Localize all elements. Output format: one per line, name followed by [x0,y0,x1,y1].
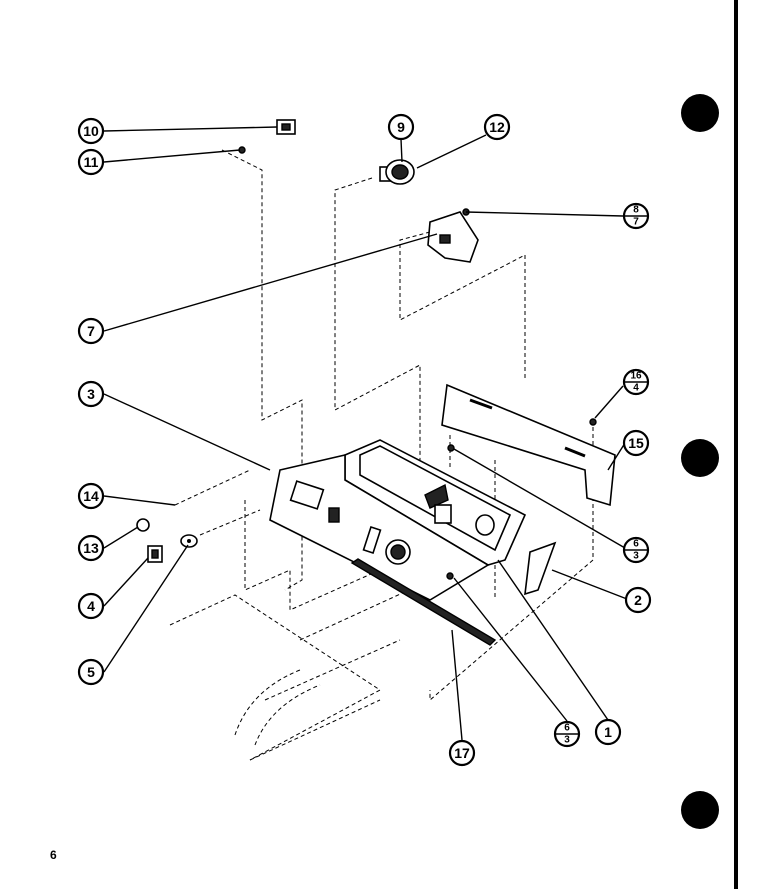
part-16-screw [589,418,597,426]
part-1-console [344,439,527,566]
callout-4: 4 [77,592,105,620]
callout-13: 13 [77,534,105,562]
callout-6-3-lower-bottom: 3 [564,735,570,746]
callout-12-label: 12 [489,119,505,135]
callout-3: 3 [77,380,105,408]
callout-13-label: 13 [83,540,99,556]
callout-17: 17 [448,739,476,767]
callout-5: 5 [77,658,105,686]
callout-14: 14 [77,482,105,510]
part-7-timer [427,208,479,263]
callout-14-label: 14 [83,488,99,504]
page-number: 6 [50,848,57,862]
callout-8-7: 8 7 [622,202,650,230]
part-6-screw-upper [447,444,455,452]
callout-17-label: 17 [454,745,470,761]
callout-10: 10 [77,117,105,145]
callout-1: 1 [594,718,622,746]
callout-12: 12 [483,113,511,141]
cabinet-top-outline [169,594,381,761]
part-17-trim-strip [350,558,497,646]
callout-10-label: 10 [83,123,99,139]
callout-15-label: 15 [628,435,644,451]
callout-8-7-bottom: 7 [633,217,639,228]
callout-5-label: 5 [87,664,95,680]
callout-16-4: 16 4 [622,368,650,396]
callout-6-3-upper-bottom: 3 [633,551,639,562]
part-2-end-cap [524,541,557,596]
callout-6-3-upper-top: 6 [633,539,639,550]
callout-11-label: 11 [84,154,99,170]
binding-hole-bottom [681,791,719,829]
callout-6-3-lower-top: 6 [564,723,570,734]
callout-15: 15 [622,429,650,457]
callout-4-label: 4 [87,598,95,614]
part-15-back-bracket [441,383,616,507]
callout-1-label: 1 [604,724,612,740]
callout-9-label: 9 [397,119,405,135]
callout-3-label: 3 [87,386,95,402]
part-3-control-panel [269,453,490,601]
leader-lines [103,126,628,741]
part-6-screw-lower [446,572,454,580]
callout-6-3-upper: 6 3 [622,536,650,564]
part-9-12-knob-switch [379,159,415,185]
part-10-switch [276,119,296,135]
callout-7-label: 7 [87,323,95,339]
callout-7: 7 [77,317,105,345]
part-13-bushing [136,518,150,532]
callout-6-3-lower: 6 3 [553,720,581,748]
callout-16-4-bottom: 4 [633,383,639,394]
callout-2-label: 2 [634,592,642,608]
binding-hole-top [681,94,719,132]
part-5-washer [180,534,198,548]
callout-9: 9 [387,113,415,141]
callout-16-4-top: 16 [630,371,642,382]
callout-11: 11 [77,148,105,176]
binding-hole-middle [681,439,719,477]
callout-8-7-top: 8 [633,205,639,216]
callout-2: 2 [624,586,652,614]
part-4-button [147,545,163,563]
